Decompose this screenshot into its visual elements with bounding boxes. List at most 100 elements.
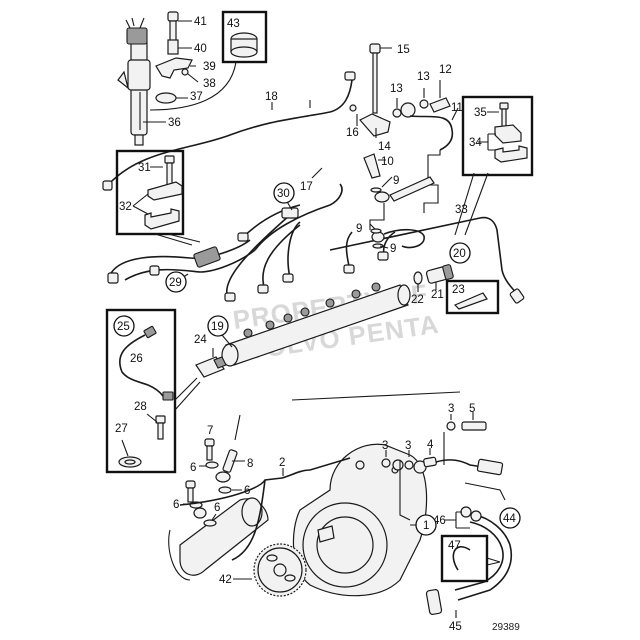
washer-6d[interactable]	[203, 519, 217, 527]
fuel-pipe-connector[interactable]	[363, 153, 435, 249]
fuel-line-8[interactable]	[222, 449, 238, 473]
fuel-rail-19[interactable]	[221, 282, 411, 367]
label-30: 30	[277, 188, 290, 200]
label-47: 47	[448, 540, 461, 552]
label-13b: 13	[417, 71, 430, 83]
label-12: 12	[439, 64, 452, 76]
label-37: 37	[190, 91, 203, 103]
bolt-7[interactable]	[204, 438, 215, 461]
label-41: 41	[194, 16, 207, 28]
washer-13a[interactable]	[392, 108, 402, 118]
label-17: 17	[300, 181, 313, 193]
label-1: 1	[423, 520, 429, 532]
label-27: 27	[115, 423, 128, 435]
label-36: 36	[168, 117, 181, 129]
injector-assembly[interactable]	[117, 17, 151, 146]
label-16: 16	[346, 127, 359, 139]
label-44: 44	[503, 513, 516, 525]
label-40: 40	[194, 43, 207, 55]
banjo-fitting-14[interactable]	[359, 113, 391, 137]
o-ring-37[interactable]	[155, 92, 177, 104]
detail-box-47	[440, 534, 501, 583]
pressure-sensor-24[interactable]	[195, 356, 227, 378]
bolt-12[interactable]	[429, 97, 451, 113]
label-28: 28	[134, 401, 147, 413]
hose-45[interactable]	[425, 506, 512, 615]
label-33: 33	[455, 204, 468, 216]
label-35: 35	[474, 107, 487, 119]
fitting-3-4-5[interactable]	[381, 421, 504, 476]
label-23: 23	[452, 284, 465, 296]
banjo-8[interactable]	[215, 471, 231, 483]
leak-off-line-18[interactable]	[107, 79, 353, 186]
label-9a: 9	[393, 175, 399, 187]
eye-fitting[interactable]	[400, 102, 416, 118]
reference-number: 29389	[492, 622, 520, 633]
label-26: 26	[130, 353, 143, 365]
label-29: 29	[169, 277, 182, 289]
label-6d: 6	[214, 502, 220, 514]
label-6b: 6	[244, 485, 250, 497]
label-8: 8	[247, 458, 253, 470]
label-6c: 6	[173, 499, 179, 511]
return-pipe-33[interactable]	[329, 216, 519, 296]
bolt-15[interactable]	[369, 43, 381, 114]
pump-housing[interactable]	[168, 497, 269, 581]
washer-16[interactable]	[349, 104, 357, 112]
plug-21[interactable]	[425, 264, 454, 284]
gear-42[interactable]	[253, 543, 307, 597]
label-25: 25	[117, 321, 130, 333]
washer-6b[interactable]	[218, 486, 232, 494]
label-5: 5	[469, 403, 475, 415]
washer-13b[interactable]	[419, 99, 429, 109]
clamp-39[interactable]	[155, 57, 193, 79]
label-34: 34	[469, 137, 482, 149]
label-32: 32	[119, 201, 132, 213]
high-pressure-pump-1[interactable]	[292, 443, 428, 597]
pipe-11[interactable]	[409, 115, 454, 151]
label-31: 31	[138, 162, 151, 174]
label-24: 24	[194, 334, 207, 346]
label-14: 14	[378, 141, 391, 153]
detail-box-43	[149, 10, 268, 111]
label-39: 39	[203, 61, 216, 73]
label-9b: 9	[356, 223, 362, 235]
circled-labels: 30 29 19 20 25 1 44	[113, 182, 521, 536]
part-labels: 41 40 39 38 37 36 43 18 15 13 13 12 11 1…	[115, 16, 520, 633]
o-ring-22[interactable]	[413, 271, 423, 285]
label-43: 43	[227, 18, 240, 30]
label-45: 45	[449, 621, 462, 633]
label-7: 7	[207, 425, 213, 437]
detail-box-25-28	[105, 308, 201, 474]
label-3c: 3	[405, 440, 411, 452]
label-4: 4	[427, 439, 434, 451]
label-15: 15	[397, 44, 410, 56]
wiring-harness-29[interactable]	[102, 180, 343, 284]
injection-pipes[interactable]	[224, 204, 396, 302]
sleeve-40[interactable]	[167, 39, 179, 55]
bolt-6c[interactable]	[185, 480, 196, 503]
label-11: 11	[451, 102, 463, 114]
label-19: 19	[211, 321, 224, 333]
bolt-41[interactable]	[167, 11, 179, 44]
detail-box-31-32	[115, 149, 201, 246]
label-3b: 3	[382, 440, 388, 452]
label-22: 22	[411, 294, 424, 306]
label-42: 42	[219, 574, 232, 586]
label-10: 10	[381, 156, 394, 168]
washer-6a[interactable]	[205, 461, 219, 469]
label-21: 21	[431, 289, 444, 301]
label-6a: 6	[190, 462, 196, 474]
washer-38[interactable]	[181, 68, 189, 76]
banjo-6c[interactable]	[193, 507, 207, 519]
detail-box-34-35	[454, 95, 534, 236]
label-13a: 13	[390, 83, 403, 95]
detail-box-23	[445, 279, 500, 315]
label-38: 38	[203, 78, 216, 90]
label-3a: 3	[448, 403, 454, 415]
label-18: 18	[265, 91, 278, 103]
label-20: 20	[453, 248, 466, 260]
label-9c: 9	[390, 243, 396, 255]
label-2: 2	[279, 457, 285, 469]
